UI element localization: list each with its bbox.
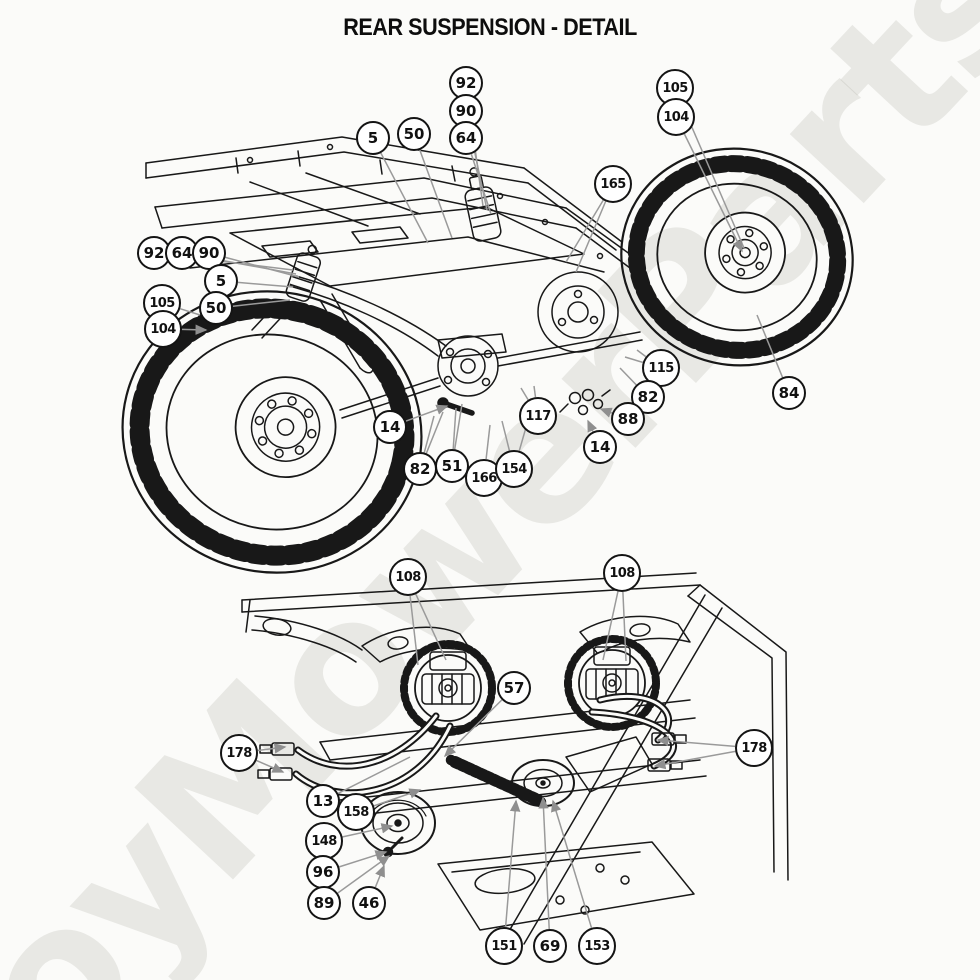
part-callout-165[interactable]: 165 [594, 165, 632, 203]
leader-line [337, 855, 391, 894]
leader-line [256, 759, 285, 773]
leader-line [653, 750, 736, 770]
part-callout-57[interactable]: 57 [497, 671, 531, 705]
part-callout-108[interactable]: 108 [603, 554, 641, 592]
leader-line [225, 256, 300, 278]
leader-line [599, 407, 613, 418]
part-callout-69[interactable]: 69 [533, 929, 567, 963]
leader-line [504, 799, 521, 928]
part-callout-154[interactable]: 154 [495, 450, 533, 488]
leader-line [636, 349, 647, 358]
leader-line [452, 407, 457, 450]
leader-line [423, 415, 435, 453]
leader-line [485, 424, 491, 460]
part-callout-104[interactable]: 104 [657, 98, 695, 136]
part-callout-64[interactable]: 64 [449, 121, 483, 155]
leader-line [538, 796, 550, 930]
leader-line [565, 199, 604, 263]
leader-line [624, 356, 644, 364]
part-callout-5[interactable]: 5 [356, 121, 390, 155]
leader-line [380, 152, 429, 244]
leader-line [520, 387, 529, 401]
leader-line [374, 864, 385, 888]
part-callout-89[interactable]: 89 [307, 886, 341, 920]
leader-line [619, 367, 637, 386]
leader-line [656, 735, 736, 748]
part-callout-84[interactable]: 84 [772, 376, 806, 410]
part-callout-178[interactable]: 178 [735, 729, 773, 767]
leader-line [443, 699, 503, 758]
part-callout-153[interactable]: 153 [578, 927, 616, 965]
leader-line [237, 281, 294, 288]
leader-line [681, 105, 745, 249]
upper-diagram-artwork [121, 136, 854, 574]
part-callout-14[interactable]: 14 [583, 430, 617, 464]
page-title: REAR SUSPENSION - DETAIL [343, 14, 637, 41]
leader-line [756, 314, 784, 378]
leader-line [501, 420, 511, 451]
part-callout-117[interactable]: 117 [519, 397, 557, 435]
leader-line [342, 823, 394, 838]
leader-line [425, 411, 444, 454]
leader-line [575, 201, 607, 273]
leader-line [338, 850, 388, 868]
part-callout-90[interactable]: 90 [449, 94, 483, 128]
leader-line [683, 133, 743, 253]
part-callout-96[interactable]: 96 [306, 855, 340, 889]
part-callout-88[interactable]: 88 [611, 402, 645, 436]
leader-line [453, 403, 463, 450]
part-callout-104[interactable]: 104 [144, 310, 182, 348]
part-callout-51[interactable]: 51 [435, 449, 469, 483]
leader-line [232, 299, 291, 307]
leader-line [533, 385, 537, 398]
leader-line [415, 593, 447, 661]
leader-line [419, 149, 453, 239]
part-callout-50[interactable]: 50 [199, 291, 233, 325]
leader-line [470, 153, 492, 215]
leader-line [337, 756, 411, 794]
part-callout-151[interactable]: 151 [485, 927, 523, 965]
leader-line [409, 595, 419, 666]
leader-line [373, 788, 422, 807]
leader-line [179, 307, 201, 316]
part-callout-178[interactable]: 178 [220, 734, 258, 772]
leader-line [602, 591, 619, 661]
leader-line [551, 799, 593, 929]
part-callout-13[interactable]: 13 [306, 784, 340, 818]
part-callout-50[interactable]: 50 [397, 117, 431, 151]
part-callout-92[interactable]: 92 [137, 236, 171, 270]
part-callout-82[interactable]: 82 [403, 452, 437, 486]
part-callout-46[interactable]: 46 [352, 886, 386, 920]
part-callout-158[interactable]: 158 [337, 793, 375, 831]
leader-line [622, 591, 627, 662]
part-callout-14[interactable]: 14 [373, 410, 407, 444]
leader-line [257, 743, 287, 754]
leader-line [181, 324, 208, 335]
part-callout-108[interactable]: 108 [389, 558, 427, 596]
leader-line [405, 404, 449, 422]
leader-line [587, 419, 598, 433]
